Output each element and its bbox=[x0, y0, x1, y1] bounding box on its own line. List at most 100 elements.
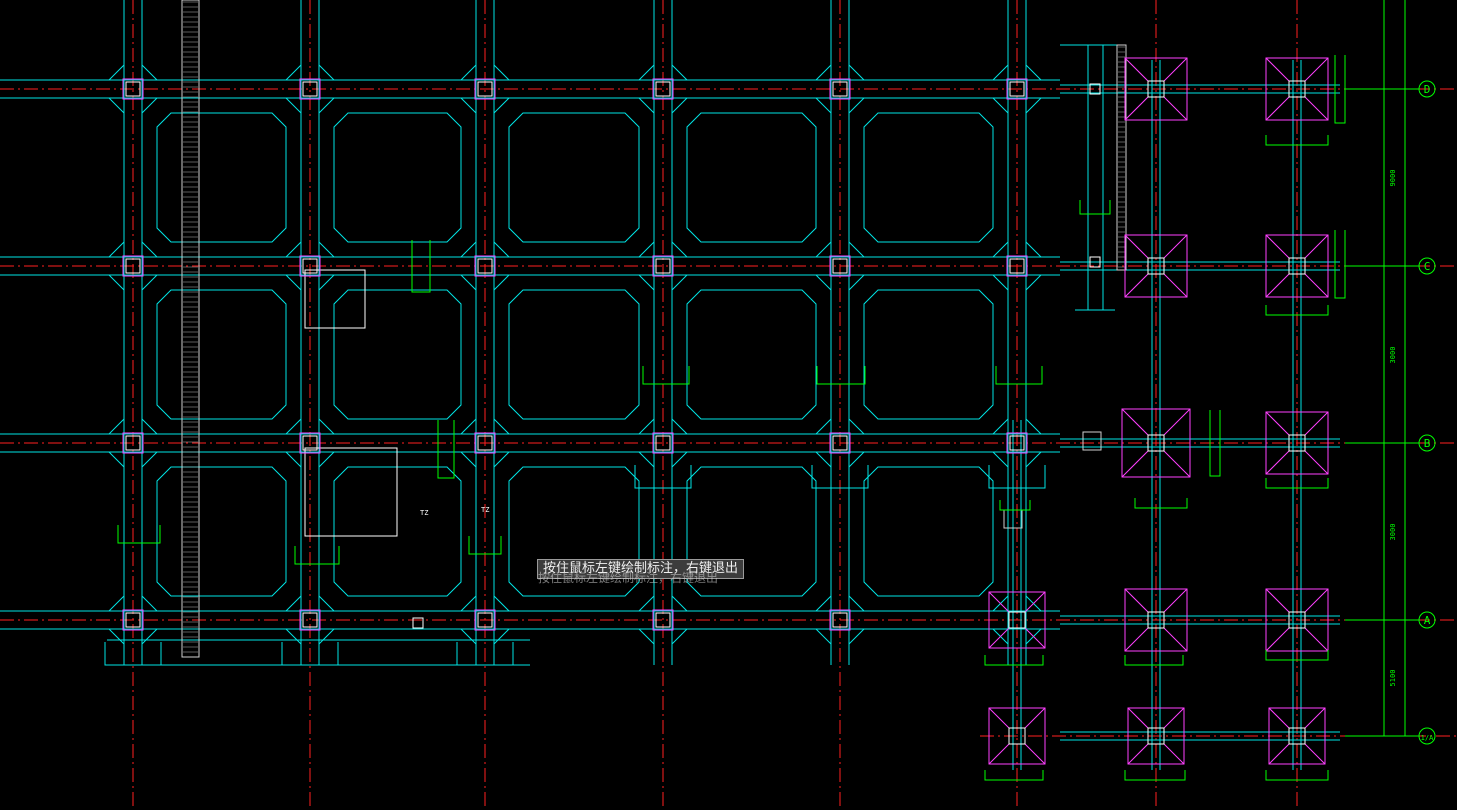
haunch-line bbox=[1025, 274, 1042, 291]
dimension-bracket bbox=[1124, 655, 1184, 666]
slab-panel bbox=[333, 466, 462, 597]
hatched-wall-layer bbox=[181, 0, 1127, 658]
pad-slope-line bbox=[1265, 627, 1290, 652]
haunch-line bbox=[318, 241, 335, 258]
footing-layer bbox=[988, 57, 1329, 765]
axis-bubble-label: D bbox=[1424, 83, 1431, 96]
haunch-line bbox=[108, 628, 125, 645]
column-core bbox=[1147, 80, 1165, 98]
axis-bubble bbox=[1418, 257, 1436, 275]
pad-slope-line bbox=[1304, 707, 1326, 729]
pad-slope-line bbox=[1268, 707, 1290, 729]
column-core bbox=[302, 81, 318, 97]
haunch-line bbox=[460, 595, 477, 612]
haunch-line bbox=[108, 241, 125, 258]
slab-panel bbox=[686, 289, 817, 420]
column-outline bbox=[652, 78, 674, 100]
column-outline bbox=[299, 255, 321, 277]
pad-footing bbox=[1265, 234, 1329, 298]
haunch-line bbox=[671, 241, 688, 258]
pad-slope-line bbox=[1304, 96, 1329, 121]
haunch-line bbox=[848, 274, 865, 291]
pad-slope-line bbox=[1163, 450, 1191, 478]
slab-panel bbox=[863, 466, 994, 597]
slab-panel bbox=[156, 112, 287, 243]
dimension-bracket bbox=[1124, 770, 1186, 781]
haunch-line bbox=[318, 64, 335, 81]
pad-slope-line bbox=[1163, 273, 1188, 298]
haunch-line bbox=[1025, 241, 1042, 258]
haunch-line bbox=[318, 274, 335, 291]
haunch-line bbox=[992, 274, 1009, 291]
column-outline bbox=[299, 78, 321, 100]
pad-footing bbox=[1265, 57, 1329, 121]
column-outline bbox=[122, 78, 144, 100]
dimension-bracket bbox=[1334, 230, 1346, 299]
haunch-line bbox=[141, 628, 158, 645]
pad-slope-line bbox=[1265, 273, 1290, 298]
slab-panel bbox=[863, 112, 994, 243]
haunch-line bbox=[493, 595, 510, 612]
haunch-line bbox=[671, 595, 688, 612]
axis-bubble bbox=[1418, 80, 1436, 98]
dimension-bracket bbox=[984, 655, 1044, 666]
column-outline bbox=[474, 609, 496, 631]
slab-panel bbox=[508, 289, 640, 420]
pad-slope-line bbox=[1163, 57, 1188, 82]
haunch-line bbox=[1025, 451, 1042, 468]
column-outline bbox=[829, 78, 851, 100]
column-core bbox=[302, 258, 318, 274]
haunch-line bbox=[848, 241, 865, 258]
haunch-line bbox=[1025, 64, 1042, 81]
haunch-line bbox=[141, 451, 158, 468]
axis-bubble-label: 1/A bbox=[1421, 734, 1434, 742]
column-core bbox=[1147, 434, 1165, 452]
column-core bbox=[302, 612, 318, 628]
pad-slope-line bbox=[1304, 627, 1329, 652]
axis-bubble bbox=[1418, 434, 1436, 452]
haunch-line bbox=[460, 241, 477, 258]
column-outline bbox=[829, 432, 851, 454]
dimension-bracket bbox=[1265, 135, 1329, 146]
pad-slope-line bbox=[1124, 627, 1149, 652]
pad-slope-line bbox=[988, 743, 1010, 765]
haunch-line bbox=[815, 628, 832, 645]
slab-panel bbox=[686, 112, 817, 243]
haunch-line bbox=[493, 241, 510, 258]
haunch-line bbox=[992, 418, 1009, 435]
pad-slope-line bbox=[1024, 627, 1046, 649]
slab-panel bbox=[508, 112, 640, 243]
column-core bbox=[655, 81, 671, 97]
column-outline bbox=[122, 432, 144, 454]
column-core bbox=[1008, 611, 1026, 629]
haunch-line bbox=[815, 97, 832, 114]
pad-slope-line bbox=[1163, 707, 1185, 729]
dimension-bracket bbox=[999, 500, 1031, 511]
column-outline bbox=[652, 255, 674, 277]
haunch-line bbox=[638, 241, 655, 258]
pad-slope-line bbox=[1163, 408, 1191, 436]
column-core bbox=[1147, 727, 1165, 745]
haunch-line bbox=[141, 97, 158, 114]
slab-panel bbox=[333, 112, 462, 243]
column-outline bbox=[1006, 78, 1028, 100]
pad-slope-line bbox=[1304, 743, 1326, 765]
haunch-line bbox=[992, 451, 1009, 468]
axis-bubble bbox=[1418, 727, 1436, 745]
haunch-line bbox=[638, 595, 655, 612]
axis-bubble-label: B bbox=[1424, 437, 1431, 450]
haunch-line bbox=[493, 451, 510, 468]
pad-footing bbox=[988, 591, 1046, 649]
column-outline bbox=[1006, 255, 1028, 277]
column-outline bbox=[652, 609, 674, 631]
column-core bbox=[477, 612, 493, 628]
haunch-line bbox=[671, 274, 688, 291]
footing-stub bbox=[634, 465, 692, 489]
pad-slope-line bbox=[1163, 234, 1188, 259]
hatched-wall-strip bbox=[181, 0, 200, 658]
pad-footing bbox=[1124, 588, 1188, 652]
pad-slope-line bbox=[1265, 234, 1290, 259]
haunch-line bbox=[992, 241, 1009, 258]
